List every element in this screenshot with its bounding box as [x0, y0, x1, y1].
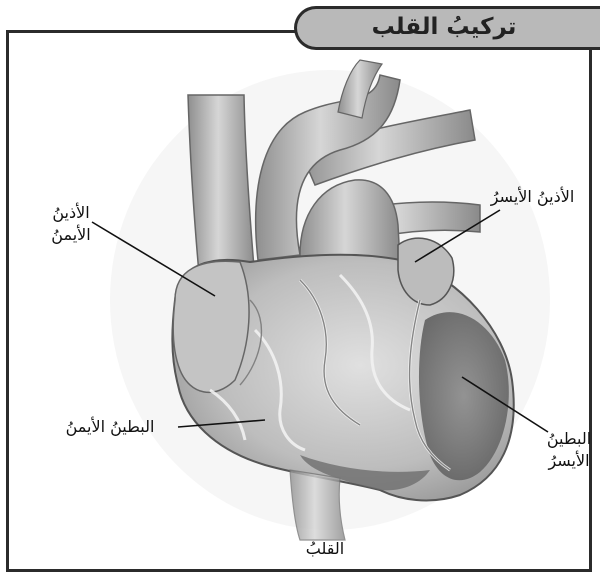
label-left-ventricle-line1: البطينُ [540, 428, 598, 450]
label-right-ventricle: البطينُ الأيمنُ [40, 416, 180, 438]
diagram-caption: القلبُ [290, 538, 360, 560]
label-left-ventricle: البطينُ الأيسرُ [540, 428, 598, 472]
label-right-atrium-line1: الأذينُ [32, 202, 110, 224]
inferior-vessel [290, 470, 345, 540]
superior-vena-cava [188, 95, 255, 285]
label-right-atrium-line2: الأيمنُ [32, 224, 110, 246]
right-atrium-shape [173, 261, 249, 392]
label-left-ventricle-line2: الأيسرُ [540, 450, 598, 472]
label-left-atrium: الأذينُ الأيسرُ [470, 186, 595, 208]
label-right-atrium: الأذينُ الأيمنُ [32, 202, 110, 246]
